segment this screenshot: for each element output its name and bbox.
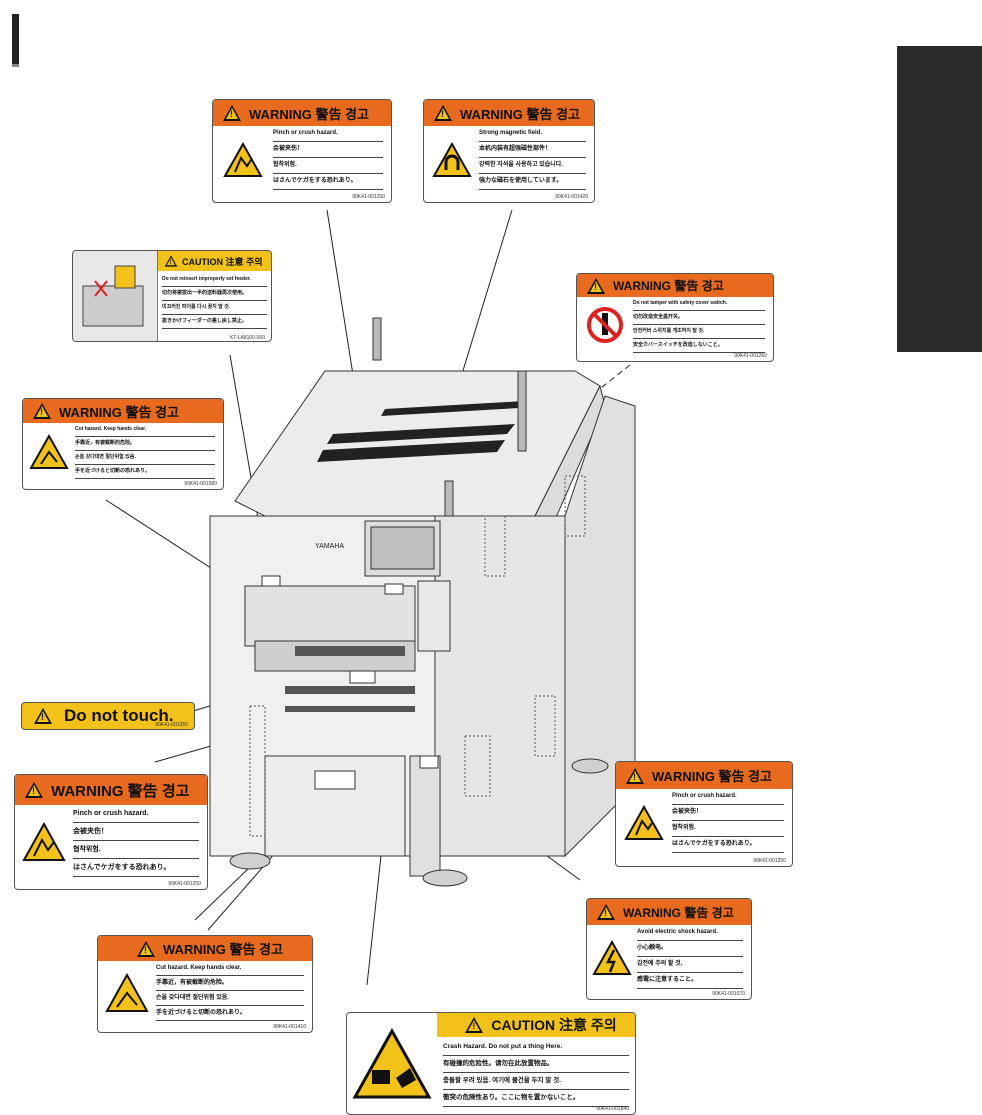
label-line: Crash Hazard. Do not put a thing Here. xyxy=(443,1039,629,1056)
label-line: 抜きかけフィーダーの差し戻し禁止。 xyxy=(162,315,267,329)
warning-cover-switch-label: WARNING 警告 경고 Do not tamper with safety … xyxy=(576,273,774,362)
label-line: 손을 갖다대면 절단위험 있음. xyxy=(75,451,215,465)
label-line: はさんでケガをする恐れあり。 xyxy=(73,859,199,877)
label-header: CAUTION 注意 주의 xyxy=(182,256,263,267)
caution-triangle-icon xyxy=(34,708,52,724)
caution-triangle-icon xyxy=(465,1017,484,1033)
label-line: 안전커버 스위치를 개조하지 말 것. xyxy=(633,325,765,339)
label-line: 切勿改造安全盖开关。 xyxy=(633,311,765,325)
crash-hazard-icon xyxy=(347,1013,437,1114)
label-header: WARNING 警告 경고 xyxy=(51,782,190,800)
label-line: Cut hazard. Keep hands clear. xyxy=(75,423,215,437)
label-header: WARNING 警告 경고 xyxy=(59,404,179,420)
label-line: Avoid electric shock hazard. xyxy=(637,925,743,941)
warning-cut-label-bottom: WARNING 警告 경고 Cut hazard. Keep hands cle… xyxy=(97,935,313,1033)
section-marker xyxy=(12,14,19,64)
label-header: WARNING 警告 경고 xyxy=(623,905,734,920)
machine-brand-text: YAMAHA xyxy=(315,543,344,550)
warning-magnet-label: WARNING 警告 경고 Strong magnetic field. 本机内… xyxy=(423,99,595,203)
label-code: 90K41-001260 xyxy=(734,353,767,359)
label-line: 本机内装有超强磁性部件！ xyxy=(479,142,586,158)
label-line: 手靠近，有被截断的危险。 xyxy=(156,976,304,991)
label-line: Cut hazard. Keep hands clear. xyxy=(156,961,304,976)
magnet-hazard-icon xyxy=(424,126,479,194)
warning-pinch-label-left: WARNING 警告 경고 Pinch or crush hazard. 会被夹… xyxy=(14,774,208,890)
machine-illustration: YAMAHA xyxy=(209,317,636,887)
label-line: 강력한 자석을 사용하고 있습니다. xyxy=(479,158,586,174)
label-line: 手靠近，有被截断的危险。 xyxy=(75,437,215,451)
label-code: 90K41-001840 xyxy=(596,1106,629,1112)
cut-hazard-icon xyxy=(98,961,156,1024)
label-line: 미끄러진 피더를 다시 꽂지 말 것. xyxy=(162,301,267,315)
warning-triangle-icon xyxy=(33,403,51,419)
label-line: 手を近づけると切断の恐れあり。 xyxy=(75,465,215,479)
label-code: 90K41-001250 xyxy=(352,194,385,200)
label-line: Do not reinsert improperly set feeder. xyxy=(162,273,267,287)
label-code: KT-LA8100-000 xyxy=(229,335,265,341)
label-line: 협착위험. xyxy=(73,841,199,859)
label-line: はさんでケガをする恐れあり。 xyxy=(672,837,784,853)
label-line: Pinch or crush hazard. xyxy=(73,805,199,823)
warning-pinch-label-top: WARNING 警告 경고 Pinch or crush hazard. 会被夹… xyxy=(212,99,392,203)
label-line: 会被夹伤！ xyxy=(273,142,383,158)
warning-triangle-icon xyxy=(137,940,155,957)
label-line: 感電に注意すること。 xyxy=(637,973,743,989)
label-header: WARNING 警告 경고 xyxy=(460,106,580,122)
caution-feeder-label: CAUTION 注意 주의 Do not reinsert improperly… xyxy=(72,250,272,342)
label-line: はさんでケガをする恐れあり。 xyxy=(273,174,383,190)
cut-hazard-icon xyxy=(23,423,75,481)
chapter-side-tab xyxy=(897,46,982,352)
label-code: 90K41-001250 xyxy=(753,858,786,864)
label-code: 90K41-001350 xyxy=(155,722,188,728)
label-line: 감전에 주의 할 것. xyxy=(637,957,743,973)
label-header: CAUTION 注意 주의 xyxy=(491,1017,617,1033)
label-line: 손을 갖다대면 절단위험 있음. xyxy=(156,991,304,1006)
label-line: 安全カバースイッチを改造しないこと。 xyxy=(633,339,765,353)
label-code: 90K41-001580 xyxy=(184,481,217,487)
label-line: Pinch or crush hazard. xyxy=(273,126,383,142)
label-code: 90K41-001250 xyxy=(168,881,201,887)
pinch-hazard-icon xyxy=(213,126,273,194)
label-header: WARNING 警告 경고 xyxy=(249,106,369,122)
warning-triangle-icon xyxy=(587,277,605,294)
caution-crash-label: CAUTION 注意 주의 Crash Hazard. Do not put a… xyxy=(346,1012,636,1115)
pinch-hazard-icon xyxy=(15,805,73,879)
label-line: 有碰撞的危险性。请勿在此放置物品。 xyxy=(443,1056,629,1073)
no-tamper-icon xyxy=(577,297,633,353)
warning-triangle-icon xyxy=(597,904,615,920)
warning-pinch-label-right: WARNING 警告 경고 Pinch or crush hazard. 会被夹… xyxy=(615,761,793,867)
label-code: 90K41-001420 xyxy=(555,194,588,200)
label-line: Strong magnetic field. xyxy=(479,126,586,142)
label-line: 협착위험. xyxy=(672,821,784,837)
label-line: 強力な磁石を使用しています。 xyxy=(479,174,586,190)
label-header: WARNING 警告 경고 xyxy=(652,769,772,784)
do-not-touch-label: Do not touch. 90K41-001350 xyxy=(21,702,195,730)
label-line: 충돌할 우려 있음. 여기에 물건을 두지 말 것. xyxy=(443,1073,629,1090)
caution-triangle-icon xyxy=(164,255,178,267)
label-line: 手を近づけると切断の恐れあり。 xyxy=(156,1006,304,1021)
label-line: 협착위험. xyxy=(273,158,383,174)
label-line: 小心触电。 xyxy=(637,941,743,957)
label-line: 会被夹伤！ xyxy=(672,805,784,821)
label-code: 90K41-001070 xyxy=(712,991,745,997)
label-text: Do not touch. xyxy=(64,706,174,725)
warning-electric-label: WARNING 警告 경고 Avoid electric shock hazar… xyxy=(586,898,752,1000)
label-line: 切勿将被拔出一半的送料器再次使用。 xyxy=(162,287,267,301)
label-line: Pinch or crush hazard. xyxy=(672,789,784,805)
warning-triangle-icon xyxy=(25,782,43,798)
label-header: WARNING 警告 경고 xyxy=(613,279,724,293)
warning-triangle-icon xyxy=(626,767,644,784)
label-header: WARNING 警告 경고 xyxy=(163,942,283,957)
warning-triangle-icon xyxy=(434,105,452,121)
electric-hazard-icon xyxy=(587,925,637,991)
warning-triangle-icon xyxy=(223,105,241,121)
feeder-illustration xyxy=(73,251,158,341)
label-line: 衝突の危険性あり。ここに物を置かないこと。 xyxy=(443,1090,629,1107)
section-marker-underline xyxy=(12,64,19,67)
pinch-hazard-icon xyxy=(616,789,672,857)
label-line: 会被夹伤！ xyxy=(73,823,199,841)
label-code: 90K41-001410 xyxy=(273,1024,306,1030)
label-line: Do not tamper with safety cover switch. xyxy=(633,297,765,311)
warning-cut-label-left: WARNING 警告 경고 Cut hazard. Keep hands cle… xyxy=(22,398,224,490)
